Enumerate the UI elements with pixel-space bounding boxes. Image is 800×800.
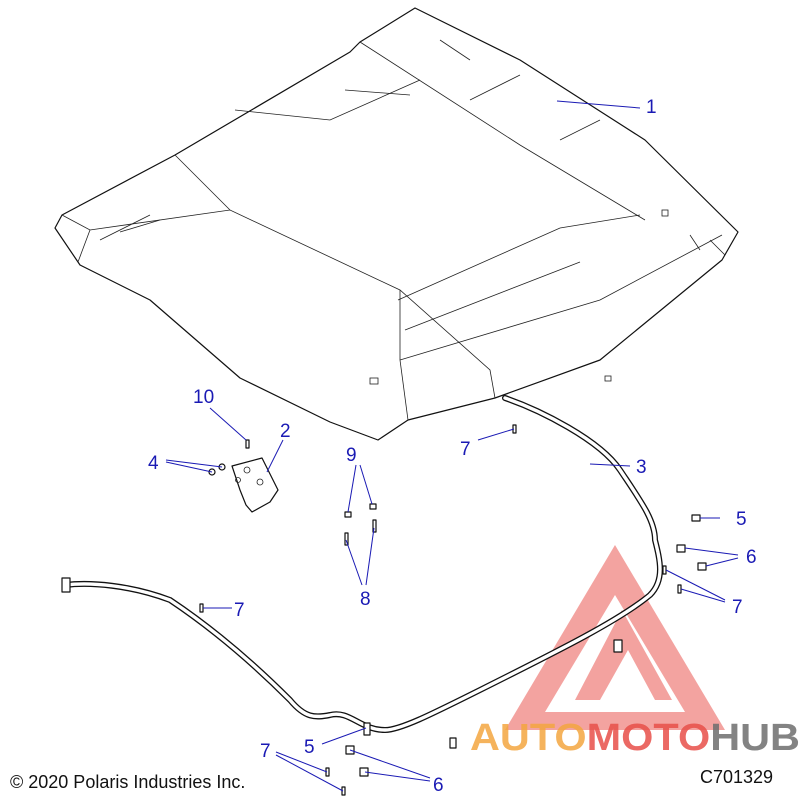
diagram-code: C701329 bbox=[700, 767, 773, 787]
callout-7-bottom: 7 bbox=[260, 741, 271, 762]
callout-6-bottom: 6 bbox=[433, 775, 444, 796]
callout-6-right: 6 bbox=[746, 547, 757, 568]
callout-7-top: 7 bbox=[460, 439, 471, 460]
callout-4: 4 bbox=[148, 453, 159, 474]
seal-strip bbox=[61, 395, 663, 734]
watermark-hub: HUB bbox=[710, 717, 800, 759]
bracket bbox=[231, 457, 279, 513]
callout-2: 2 bbox=[280, 421, 291, 442]
callout-5-bottom: 5 bbox=[304, 737, 315, 758]
callout-10: 10 bbox=[193, 387, 214, 408]
watermark-logo bbox=[505, 545, 725, 730]
copyright-text: © 2020 Polaris Industries Inc. bbox=[10, 772, 245, 792]
leader-lines bbox=[165, 100, 739, 792]
roof-panel bbox=[54, 7, 739, 441]
callout-3: 3 bbox=[636, 457, 647, 478]
callout-1: 1 bbox=[646, 97, 657, 118]
callout-5-right: 5 bbox=[736, 509, 747, 530]
callout-7-right: 7 bbox=[732, 597, 743, 618]
watermark-auto: AUTO bbox=[470, 717, 587, 759]
callout-9: 9 bbox=[346, 445, 357, 466]
watermark-moto: MOTO bbox=[587, 717, 711, 759]
callouts: 1 2 3 4 5 5 6 6 7 7 7 7 8 9 10 bbox=[148, 97, 757, 796]
callout-7-left: 7 bbox=[234, 600, 245, 621]
callout-8: 8 bbox=[360, 589, 371, 610]
